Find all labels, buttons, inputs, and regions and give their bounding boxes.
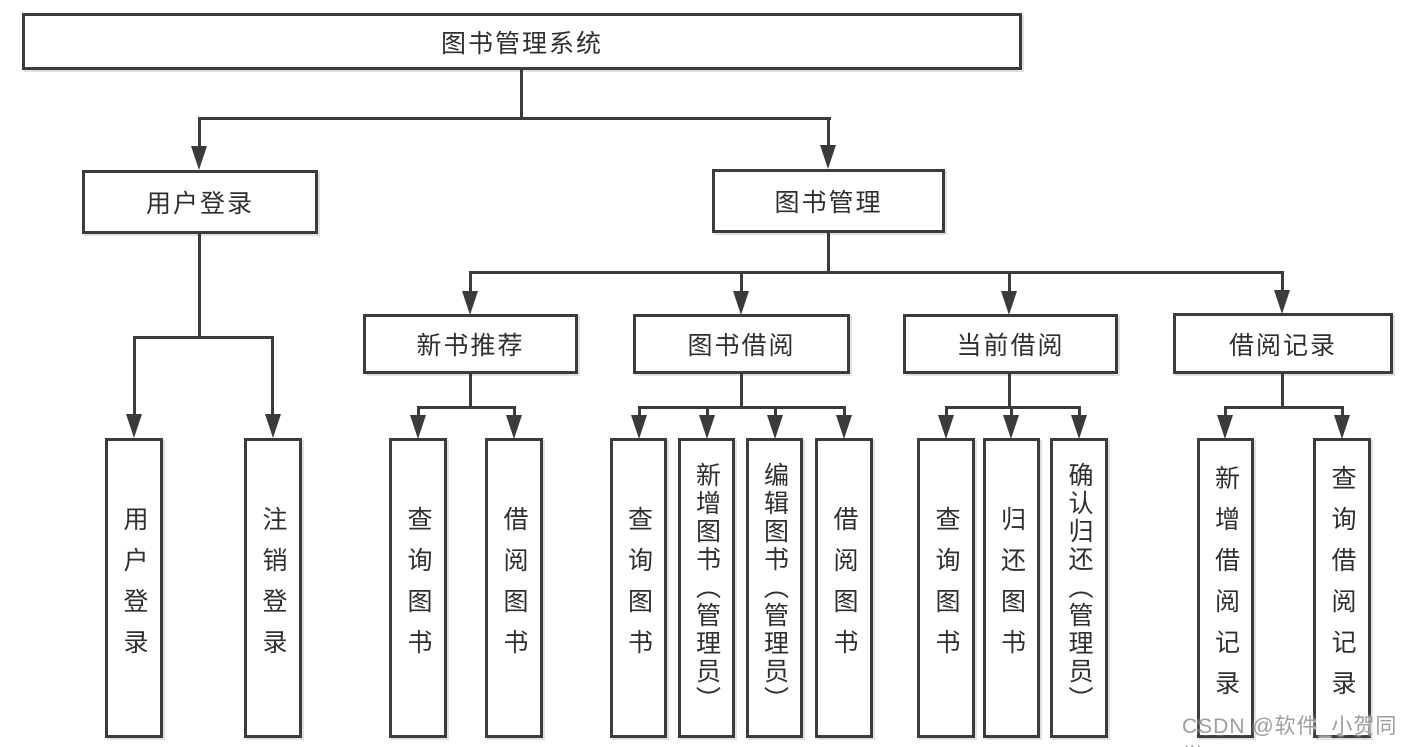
node-borrow-query-books: 查询图书 — [610, 438, 667, 738]
connector-to-cb-confirm — [1078, 406, 1081, 417]
connector-to-current-borrowing — [1008, 271, 1011, 293]
connector-rail-user-login — [133, 336, 274, 339]
connector-rail-recommend — [418, 406, 515, 409]
node-user-login-branch: 用户登录 — [82, 170, 318, 234]
connector-to-logout — [271, 336, 274, 416]
arrow-down-icon — [699, 415, 715, 439]
arrow-down-icon — [1001, 291, 1017, 315]
arrow-down-icon — [733, 291, 749, 315]
node-current-query-books: 查询图书 — [917, 438, 975, 738]
connector-rail-level2 — [199, 117, 831, 120]
arrow-down-icon — [126, 414, 142, 438]
connector-root-stem — [520, 70, 523, 118]
node-book-management: 图书管理 — [712, 169, 945, 233]
connector-to-book-management — [827, 117, 830, 148]
node-borrow-borrow-books: 借阅图书 — [815, 438, 873, 738]
connector-to-rec-borrow — [513, 406, 516, 417]
node-borrowing-records: 借阅记录 — [1173, 313, 1393, 374]
connector-to-bb-query — [638, 406, 641, 417]
node-rec-query-books: 查询图书 — [389, 438, 447, 738]
connector-rail-level3 — [470, 271, 1284, 274]
node-current-return-books: 归还图书 — [983, 438, 1040, 738]
connector-to-user-login — [133, 336, 136, 416]
connector-to-br-add — [1224, 406, 1227, 417]
connector-rail-records — [1225, 406, 1343, 409]
connector-rail-borrowing — [639, 406, 845, 409]
arrow-down-icon — [836, 415, 852, 439]
node-rec-borrow-books: 借阅图书 — [485, 438, 543, 738]
arrow-down-icon — [265, 414, 281, 438]
arrow-down-icon — [410, 415, 426, 439]
node-logout: 注销登录 — [244, 438, 302, 738]
arrow-down-icon — [1274, 290, 1290, 314]
connector-to-cb-return — [1010, 406, 1013, 417]
connector-to-new-book-recommend — [469, 271, 472, 293]
connector-to-book-borrowing — [740, 271, 743, 293]
node-records-add-record: 新增借阅记录 — [1197, 438, 1254, 738]
node-new-book-recommend: 新书推荐 — [363, 314, 578, 374]
arrow-down-icon — [506, 415, 522, 439]
connector-to-bb-add — [706, 406, 709, 417]
arrow-down-icon — [191, 146, 207, 170]
connector-to-rec-query — [417, 406, 420, 417]
arrow-down-icon — [1003, 415, 1019, 439]
arrow-down-icon — [1071, 415, 1087, 439]
arrow-down-icon — [767, 415, 783, 439]
arrow-down-icon — [1334, 415, 1350, 439]
connector-book-management-stem — [827, 233, 830, 272]
arrow-down-icon — [938, 415, 954, 439]
connector-to-bb-borrow — [843, 406, 846, 417]
connector-rail-current — [946, 406, 1080, 409]
connector-to-user-login-branch — [198, 117, 201, 148]
node-root: 图书管理系统 — [22, 13, 1022, 70]
connector-to-bb-edit — [774, 406, 777, 417]
arrow-down-icon — [462, 291, 478, 315]
arrow-down-icon — [631, 415, 647, 439]
node-records-query-record: 查询借阅记录 — [1313, 438, 1371, 738]
connector-to-cb-query — [945, 406, 948, 417]
csdn-watermark: CSDN @软件_小贺同学 — [1182, 715, 1398, 747]
connector-to-borrowing-records — [1281, 271, 1284, 293]
node-borrow-edit-books-admin: 编辑图书（管理员） — [746, 438, 803, 738]
node-borrow-add-books-admin: 新增图书（管理员） — [678, 438, 735, 738]
arrow-down-icon — [820, 145, 836, 169]
node-user-login: 用户登录 — [105, 438, 163, 738]
connector-borrowing-stem — [740, 374, 743, 407]
connector-recommend-stem — [469, 374, 472, 407]
connector-user-login-stem — [198, 234, 201, 338]
connector-current-stem — [1008, 374, 1011, 407]
node-current-confirm-return-admin: 确认归还（管理员） — [1050, 438, 1108, 738]
node-book-borrowing: 图书借阅 — [633, 314, 850, 374]
connector-records-stem — [1281, 374, 1284, 407]
arrow-down-icon — [1217, 415, 1233, 439]
node-current-borrowing: 当前借阅 — [903, 314, 1118, 374]
connector-to-br-query — [1341, 406, 1344, 417]
